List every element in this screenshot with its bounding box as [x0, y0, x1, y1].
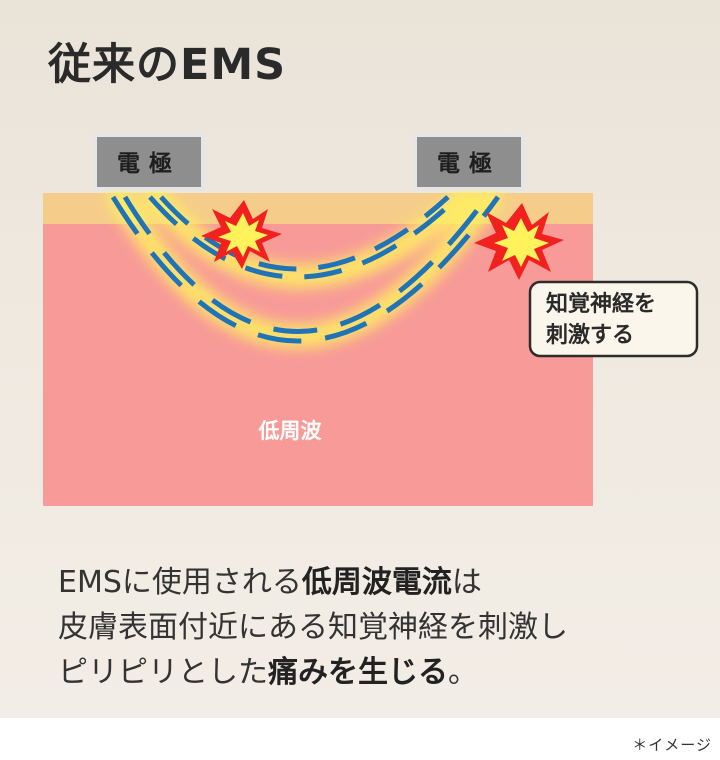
callout-line-1: 知覚神経を: [546, 291, 656, 317]
callout-line-2: 刺激する: [546, 322, 634, 348]
description-line-1-a: EMSに使用される: [58, 565, 302, 600]
description-line-3-c: 。: [448, 655, 478, 690]
description-text: EMSに使用される低周波電流は 皮膚表面付近にある知覚神経を刺激し ピリピリとし…: [58, 560, 698, 695]
current-arc-outer: [110, 195, 501, 344]
description-line-1: EMSに使用される低周波電流は: [58, 560, 698, 605]
page-title: 従来のEMS: [48, 40, 287, 90]
description-line-3: ピリピリとした痛みを生じる。: [58, 650, 698, 695]
ems-diagram: 電極 電極 知覚神経を 刺激する 低周波: [43, 133, 699, 506]
current-arc-inner: [148, 195, 460, 280]
nerve-callout: 知覚神経を 刺激する: [528, 280, 699, 358]
description-line-3-a: ピリピリとした: [58, 655, 268, 690]
electrode-right: 電極: [413, 133, 525, 191]
electrode-left: 電極: [93, 133, 205, 191]
current-glow: [108, 186, 502, 349]
low-frequency-label: 低周波: [258, 419, 323, 443]
spark-icon-left: [201, 200, 282, 269]
description-line-2: 皮膚表面付近にある知覚神経を刺激し: [58, 610, 568, 645]
image-note: ＊イメージ: [632, 736, 712, 754]
description-line-3-emphasis: 痛みを生じる: [268, 655, 448, 690]
electrode-left-label: 電極: [117, 150, 181, 177]
description-line-1-emphasis: 低周波電流: [301, 565, 452, 600]
description-line-1-c: は: [451, 565, 482, 600]
electrode-right-label: 電極: [437, 150, 501, 177]
spark-icon-right: [474, 203, 564, 280]
